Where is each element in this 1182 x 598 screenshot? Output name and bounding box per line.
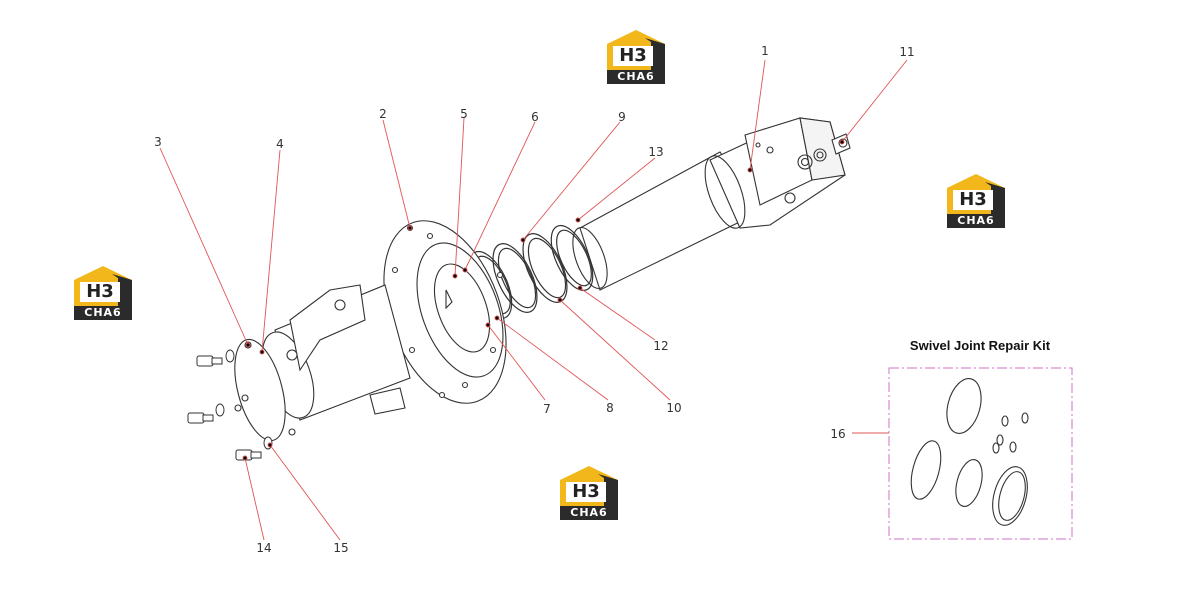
callout-11: 11 — [899, 45, 914, 59]
watermark-logo: H3 CHA6 — [945, 172, 1007, 230]
callout-3: 3 — [154, 135, 162, 149]
repair-kit-parts — [910, 378, 1029, 526]
swivel-main-shaft — [572, 117, 851, 291]
logo-bottom-text: CHA6 — [947, 214, 1005, 228]
watermark-logo: H3 CHA6 — [605, 28, 667, 86]
callout-6: 6 — [531, 110, 539, 124]
callout-5: 5 — [460, 107, 468, 121]
callout-7: 7 — [543, 402, 551, 416]
leader-lines — [159, 59, 908, 541]
callout-9: 9 — [618, 110, 626, 124]
logo-top-text: H3 — [953, 190, 993, 210]
logo-top-text: H3 — [613, 46, 653, 66]
logo-bottom-text: CHA6 — [607, 70, 665, 84]
logo-bottom-text: CHA6 — [74, 306, 132, 320]
housing-flange — [383, 220, 507, 404]
bolts-and-washers — [187, 349, 273, 461]
repair-kit-title: Swivel Joint Repair Kit — [909, 338, 1051, 353]
watermark-logo: H3 CHA6 — [558, 464, 620, 522]
callout-8: 8 — [606, 401, 614, 415]
logo-bottom-text: CHA6 — [560, 506, 618, 520]
callout-16: 16 — [830, 427, 845, 441]
callout-2: 2 — [379, 107, 387, 121]
callout-4: 4 — [276, 137, 284, 151]
callout-1: 1 — [761, 44, 769, 58]
housing-body — [234, 284, 411, 442]
callout-13: 13 — [648, 145, 663, 159]
repair-kit-frame — [888, 367, 1073, 540]
logo-top-text: H3 — [566, 482, 606, 502]
callout-15: 15 — [333, 541, 348, 555]
callout-12: 12 — [653, 339, 668, 353]
callout-labels: 1 2 3 4 5 6 7 8 9 10 11 12 13 14 15 16 — [154, 44, 914, 555]
logo-top-text: H3 — [80, 282, 120, 302]
callout-10: 10 — [666, 401, 681, 415]
callout-14: 14 — [256, 541, 271, 555]
watermark-logo: H3 CHA6 — [72, 264, 134, 322]
